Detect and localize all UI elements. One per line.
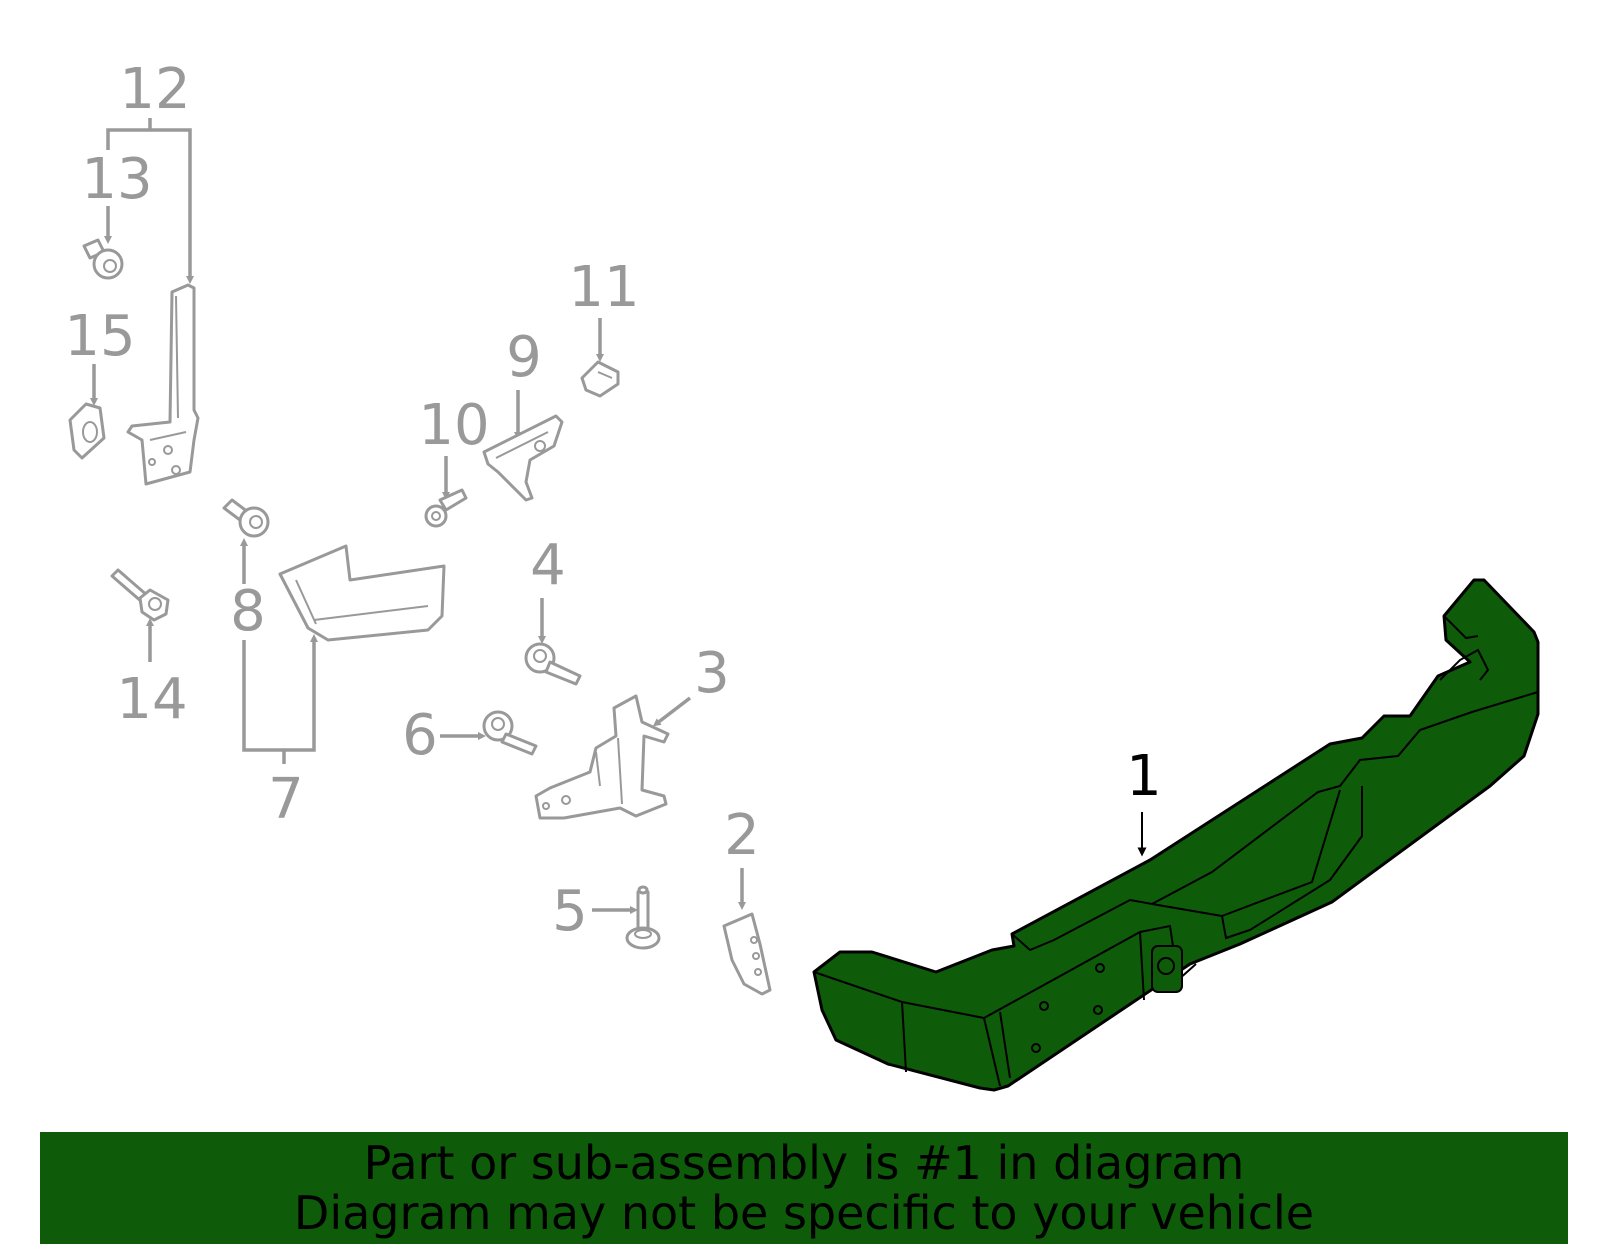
bracket-9-icon [482,414,564,502]
callout-4: 4 [530,533,566,598]
bolt-13-icon [82,238,124,280]
callout-9: 9 [506,325,542,390]
bolt-10-icon [424,488,468,528]
callout-10: 10 [418,393,489,458]
callout-6: 6 [402,703,438,768]
clip-nut-15-icon [68,402,106,460]
callout-1: 1 [1126,744,1162,809]
bolt-4-icon [524,642,582,686]
stud-5-icon [625,885,661,950]
rear-bumper-1-icon [812,578,1540,1092]
banner-line-2: Diagram may not be specific to your vehi… [293,1186,1315,1240]
callout-7: 7 [268,767,304,832]
callout-14: 14 [116,667,187,732]
callout-13: 13 [81,147,152,212]
bracket-2-icon [722,912,772,996]
bracket-12-icon [126,283,200,486]
banner-line-1: Part or sub-assembly is #1 in diagram [363,1136,1245,1190]
leader-3 [652,696,692,727]
clip-11-icon [580,360,620,398]
callout-2: 2 [724,803,760,868]
bolt-14-icon [110,568,170,622]
bolt-6-icon [482,710,538,756]
bolt-8-icon [222,498,270,538]
callout-15: 15 [64,304,135,369]
callout-12: 12 [119,57,190,122]
callout-11: 11 [568,255,639,320]
callout-5: 5 [552,879,588,944]
leader-7 [242,634,318,752]
bracket-3-icon [534,694,670,820]
step-pad-7-icon [278,544,446,642]
callout-8: 8 [230,579,266,644]
callout-3: 3 [694,641,730,706]
info-banner: Part or sub-assembly is #1 in diagram Di… [40,1132,1568,1244]
